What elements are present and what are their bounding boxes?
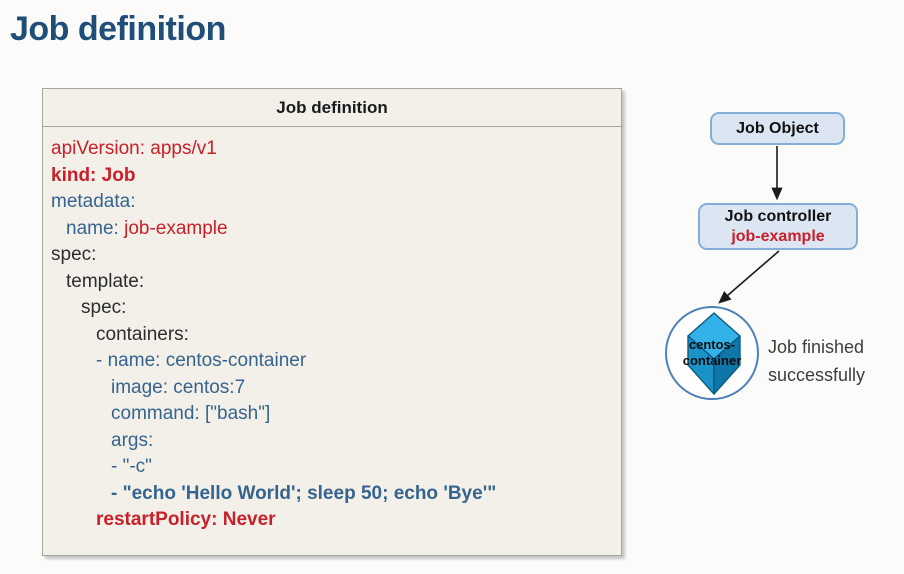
code-token: spec: xyxy=(51,244,97,265)
code-token: image: centos:7 xyxy=(111,376,246,398)
job-object-node: Job Object xyxy=(710,112,845,145)
job-controller-name: job-example xyxy=(731,227,825,245)
code-token: - "-c" xyxy=(111,456,152,477)
code-line: - "echo 'Hello World'; sleep 50; echo 'B… xyxy=(51,481,615,508)
code-token: job-example xyxy=(124,217,228,239)
yaml-code: apiVersion: apps/v1 kind: Job metadata: nam… xyxy=(43,127,621,534)
container-label-bottom: container xyxy=(682,353,742,368)
code-line: - name: centos-container xyxy=(51,348,615,375)
result-caption-line1: Job finished xyxy=(768,337,865,357)
code-line: containers: xyxy=(51,322,615,349)
code-line: apiVersion: apps/v1 xyxy=(51,136,615,163)
code-line: spec: xyxy=(51,242,615,269)
code-line: restartPolicy: Never xyxy=(51,507,615,534)
code-token: spec: xyxy=(81,297,127,318)
code-line: name: job-example xyxy=(51,216,615,243)
code-line: template: xyxy=(51,269,615,296)
centos-container-cube-icon xyxy=(687,312,741,395)
job-object-label: Job Object xyxy=(736,119,819,137)
code-line: - "-c" xyxy=(51,454,615,481)
job-controller-label: Job controller xyxy=(724,207,832,225)
code-line: args: xyxy=(51,428,615,455)
code-line: kind: Job xyxy=(51,163,615,190)
code-token: - "echo 'Hello World'; sleep 50; echo 'B… xyxy=(111,482,497,504)
arrow-diagonal-icon xyxy=(718,250,780,304)
code-token: containers: xyxy=(96,323,189,345)
code-token: name: xyxy=(66,217,125,239)
code-line: image: centos:7 xyxy=(51,375,615,402)
code-token: kind: Job xyxy=(51,164,136,186)
pod-circle: centos- container xyxy=(665,306,759,400)
result-caption: Job finished successfully xyxy=(768,333,865,389)
code-token: apiVersion: apps/v1 xyxy=(51,138,217,159)
code-token: command: ["bash"] xyxy=(111,403,271,424)
yaml-panel: Job definition apiVersion: apps/v1 kind: … xyxy=(42,88,622,556)
container-label-top: centos- xyxy=(688,337,736,352)
yaml-panel-header: Job definition xyxy=(43,89,621,127)
job-controller-node: Job controller job-example xyxy=(698,203,858,250)
code-line: command: ["bash"] xyxy=(51,401,615,428)
result-caption-line2: successfully xyxy=(768,365,866,385)
code-line: spec: xyxy=(51,295,615,322)
code-token: args: xyxy=(111,429,154,451)
page-title: Job definition xyxy=(10,10,226,48)
container-label: centos- container xyxy=(667,337,757,369)
code-token: metadata: xyxy=(51,191,136,212)
code-line: metadata: xyxy=(51,189,615,216)
code-token: template: xyxy=(66,270,145,292)
code-token: - name: centos-container xyxy=(96,350,307,371)
code-token: restartPolicy: Never xyxy=(96,509,276,530)
